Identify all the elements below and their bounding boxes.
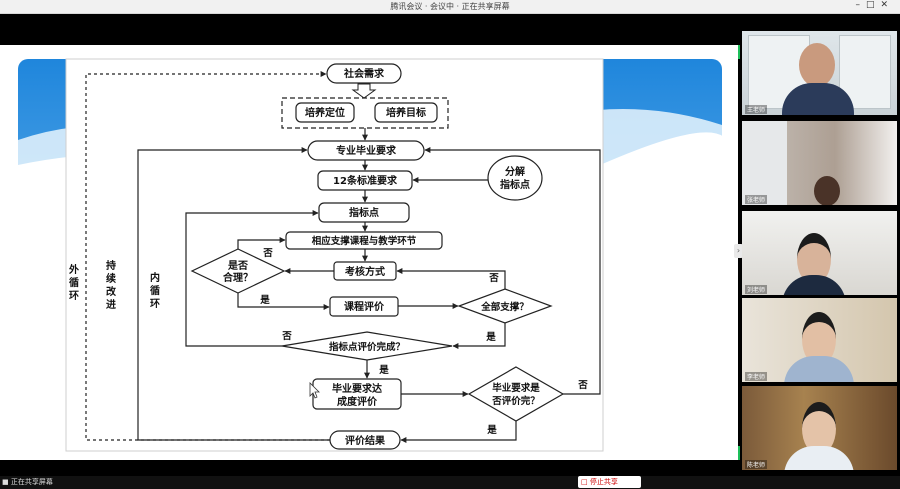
participant-name: 李老师 — [745, 372, 768, 381]
decision-reasonable-label-1: 是否 — [227, 260, 248, 272]
loop-inner-3: 环 — [150, 298, 160, 310]
participant-video-2[interactable]: 张老师 — [742, 121, 897, 205]
arrow-grad-done-yes — [400, 421, 517, 443]
decision-reasonable-label-2: 合理？ — [222, 271, 253, 284]
arrow-outer-loop — [85, 71, 330, 441]
participant-video-5[interactable]: 陈老师 — [742, 386, 897, 470]
node-decompose — [487, 155, 543, 201]
node-social-demand-label: 社会需求 — [343, 67, 385, 80]
window-controls[interactable]: –□✕ — [855, 0, 894, 10]
participant-video-1[interactable]: 王老师 — [742, 31, 897, 115]
node-social-demand — [326, 63, 402, 84]
maximize-icon[interactable]: □ — [865, 0, 881, 10]
arrow-indicator-done-no — [185, 210, 319, 347]
avatar — [814, 176, 840, 205]
connectors — [85, 71, 601, 443]
label-reasonable-no: 否 — [262, 248, 273, 259]
thick-down-arrow — [351, 83, 377, 99]
node-training-goal-label: 培养目标 — [386, 106, 426, 119]
speaker-indicator-top — [738, 45, 740, 59]
label-all-no: 否 — [488, 273, 499, 284]
label-indicator-done-no: 否 — [281, 331, 292, 342]
avatar-body — [782, 275, 846, 295]
node-attainment-evaluation-label-1: 毕业要求达 — [332, 382, 382, 395]
label-indicator-done-yes: 是 — [378, 364, 389, 376]
training-group-box — [281, 97, 449, 129]
label-reasonable-yes: 是 — [259, 294, 270, 306]
participant-name: 王老师 — [745, 105, 768, 114]
collapse-sidebar-button[interactable]: › — [734, 244, 743, 258]
node-decompose-label-1: 分解 — [505, 165, 525, 178]
loop-continuous-2: 续 — [106, 272, 116, 285]
avatar-body — [782, 83, 854, 115]
participant-name: 陈老师 — [745, 460, 768, 469]
window-titlebar: 腾讯会议 · 会议中 · 正在共享屏幕 –□✕ — [0, 0, 900, 14]
node-training-position — [295, 102, 355, 123]
label-all-yes: 是 — [485, 331, 496, 343]
mouse-cursor-icon — [309, 382, 320, 399]
node-indicator-label: 指标点 — [349, 206, 379, 219]
node-graduation-requirements — [307, 140, 425, 161]
node-supporting-courses-label: 相应支撑课程与教学环节 — [312, 235, 417, 247]
loop-outer-2: 循 — [69, 276, 79, 289]
arrow-reasonable-yes — [237, 293, 330, 310]
node-evaluation-result-label: 评价结果 — [345, 434, 386, 447]
participant-name: 张老师 — [745, 195, 768, 204]
decision-graduation-done-label-2: 否评价完？ — [491, 395, 540, 407]
loop-continuous-3: 改 — [106, 285, 117, 298]
decision-graduation-done-label-1: 毕业要求是 — [492, 382, 540, 394]
node-training-goal — [374, 102, 438, 123]
participant-video-4[interactable]: 李老师 — [742, 298, 897, 382]
node-assessment-label: 考核方式 — [345, 265, 385, 278]
arrow-grad-done-no — [424, 147, 601, 395]
node-12-standards-label: 12条标准要求 — [333, 174, 398, 187]
node-course-evaluation-label: 课程评价 — [344, 300, 385, 313]
participant-name: 刘老师 — [745, 285, 768, 294]
avatar — [799, 43, 835, 87]
loop-continuous-4: 进 — [106, 298, 116, 311]
loop-continuous-1: 持 — [106, 259, 116, 272]
label-grad-done-no: 否 — [577, 380, 588, 391]
loop-inner-2: 循 — [150, 284, 160, 297]
bottom-toolbar: ■ 正在共享屏幕 □ 停止共享 — [0, 476, 900, 489]
node-training-position-label: 培养定位 — [305, 106, 345, 119]
node-attainment-evaluation-label-2: 成度评价 — [337, 395, 378, 408]
avatar-body — [784, 446, 854, 470]
loop-inner-1: 内 — [150, 271, 160, 284]
arrow-all-no — [396, 268, 506, 289]
node-indicator — [318, 202, 410, 223]
avatar-body — [784, 356, 854, 382]
node-graduation-requirements-label: 专业毕业要求 — [336, 144, 397, 157]
label-grad-done-yes: 是 — [486, 424, 497, 436]
shared-screen: 社会需求 培养定位 培养目标 专业毕业要求 12条标准要求 分解 指标点 指标点 — [0, 45, 738, 460]
arrow-all-yes — [452, 323, 506, 349]
minimize-icon[interactable]: – — [855, 0, 866, 10]
decision-indicator-done-label: 指标点评价完成？ — [329, 341, 405, 353]
participant-video-3[interactable]: 刘老师 — [742, 211, 897, 295]
close-icon[interactable]: ✕ — [880, 0, 894, 10]
node-supporting-courses — [285, 231, 443, 250]
window-title: 腾讯会议 · 会议中 · 正在共享屏幕 — [390, 2, 510, 11]
node-decompose-label-2: 指标点 — [500, 178, 530, 191]
arrow-reasonable-no — [237, 237, 286, 249]
sharing-status: ■ 正在共享屏幕 — [2, 478, 53, 486]
speaker-indicator-bottom — [738, 446, 740, 460]
slide-canvas: 社会需求 培养定位 培养目标 专业毕业要求 12条标准要求 分解 指标点 指标点 — [18, 58, 730, 452]
stop-sharing-button[interactable]: □ 停止共享 — [578, 476, 641, 488]
window-light — [742, 121, 787, 205]
loop-outer-1: 外 — [68, 263, 79, 276]
decision-all-supported-label: 全部支撑？ — [480, 301, 529, 313]
loop-outer-3: 环 — [69, 290, 79, 302]
